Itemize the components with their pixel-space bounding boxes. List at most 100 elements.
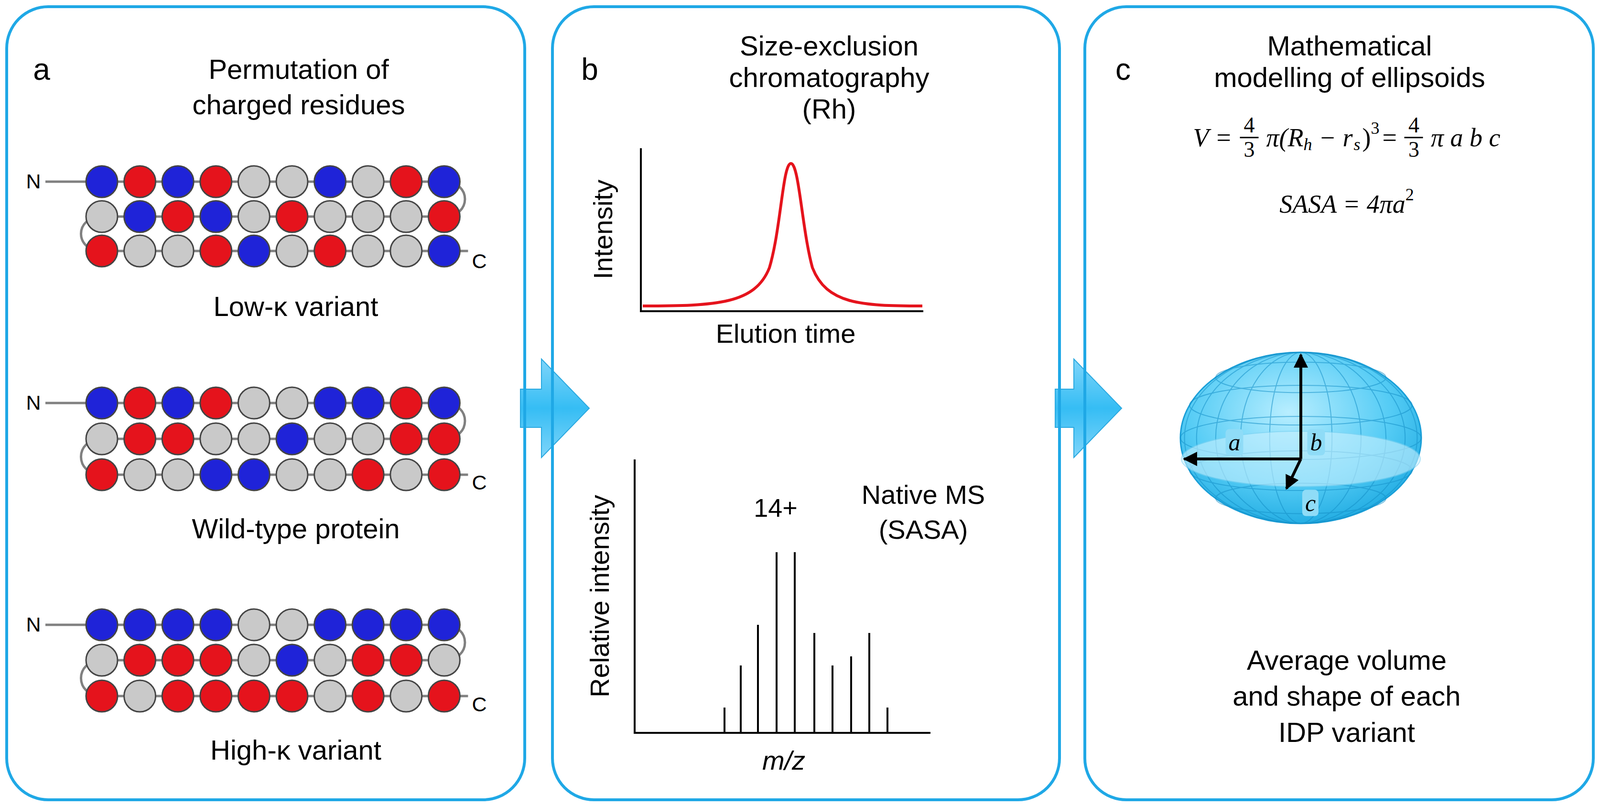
chromatogram: [640, 148, 924, 312]
residue: [428, 165, 460, 198]
residue: [124, 165, 156, 198]
panel-letter: c: [1115, 52, 1131, 87]
residue: [86, 165, 118, 198]
residue-chains: [45, 165, 468, 712]
panel-letter: b: [581, 52, 599, 87]
equation-part: SASA = 4πa: [1279, 189, 1406, 219]
residue: [86, 680, 118, 712]
residue: [314, 200, 346, 233]
parallel: [1215, 483, 1386, 514]
residue: [162, 608, 194, 641]
label: N: [25, 613, 41, 636]
residue: [237, 458, 270, 491]
residue: [124, 608, 156, 641]
residue: [162, 680, 194, 712]
residue: [428, 387, 460, 419]
residue: [86, 608, 118, 641]
axes: [640, 148, 924, 312]
residue: [162, 387, 194, 419]
label: C: [471, 692, 487, 716]
residue: [162, 458, 194, 491]
residue: [86, 387, 118, 419]
residue: [276, 680, 308, 712]
residue: [162, 200, 194, 233]
label: Native MS (SASA): [851, 477, 995, 548]
residue: [352, 644, 384, 676]
residue: [124, 235, 156, 267]
residue: [428, 644, 460, 676]
spectrum-peaks: [724, 551, 888, 733]
residue: [86, 235, 118, 267]
residue: [124, 200, 156, 233]
residue: [237, 422, 270, 455]
residue: [200, 165, 232, 198]
equation-part: − r: [1318, 122, 1353, 153]
residue: [237, 680, 270, 712]
equation-part: 4: [1404, 113, 1424, 139]
label: Low-κ variant: [213, 291, 379, 322]
residue: [237, 387, 270, 419]
residue: [124, 644, 156, 676]
residue: [86, 422, 118, 455]
residue: [200, 387, 232, 419]
equation-part: s: [1353, 134, 1361, 155]
label: Average volume and shape of each IDP var…: [1229, 641, 1464, 750]
residue: [200, 680, 232, 712]
axis-title: Intensity: [588, 179, 618, 280]
residue: [428, 200, 460, 233]
peak-curve: [642, 163, 923, 306]
label: Elution time: [715, 318, 856, 349]
residue: [352, 235, 384, 267]
panel-heading: Mathematical modelling of ellipsoids: [1208, 30, 1491, 94]
residue: [200, 608, 232, 641]
residue: [124, 680, 156, 712]
fraction: 43: [1404, 113, 1424, 162]
residue: [352, 680, 384, 712]
panel-heading: Permutation of charged residues: [179, 51, 419, 123]
residue: [352, 200, 384, 233]
ellipsoid: [1180, 352, 1422, 524]
fraction: 43: [1239, 113, 1259, 162]
equation-part: 3: [1408, 138, 1420, 162]
residue: [162, 235, 194, 267]
residue: [200, 458, 232, 491]
residue: [314, 458, 346, 491]
panel: aPermutation of charged residues: [5, 5, 527, 801]
label: C: [471, 249, 487, 273]
residue: [124, 422, 156, 455]
residue: [86, 644, 118, 676]
meridian: [1184, 352, 1418, 524]
sasa-equation: SASA = 4πa2: [1279, 189, 1415, 219]
residue: [237, 200, 270, 233]
label: m/z: [762, 745, 806, 776]
residue: [276, 235, 308, 267]
residue: [200, 200, 232, 233]
residue: [428, 608, 460, 641]
block-arrow: [520, 358, 590, 458]
residue: [276, 608, 308, 641]
axis-label: c: [1302, 489, 1319, 517]
residue: [200, 644, 232, 676]
residue: [314, 644, 346, 676]
equation-part: 4: [1239, 113, 1259, 139]
panel-heading: Size-exclusion chromatography (Rh): [716, 30, 942, 125]
residue: [390, 680, 422, 712]
label: Wild-type protein: [191, 513, 400, 544]
residue: [314, 235, 346, 267]
label: C: [471, 471, 487, 494]
volume-equation: V =43π(Rh− rs)3=43π a b c: [1190, 113, 1504, 162]
equation-part: 3: [1370, 118, 1380, 139]
equation-part: =: [1382, 122, 1397, 153]
residue: [200, 235, 232, 267]
panel: b Size-exclusion chromatography (Rh): [551, 5, 1061, 801]
residue: [314, 165, 346, 198]
residue: [200, 422, 232, 455]
residue: [428, 458, 460, 491]
residue: [314, 680, 346, 712]
residue: [428, 235, 460, 267]
equation-part: ): [1362, 122, 1371, 153]
residue: [86, 458, 118, 491]
residue: [390, 200, 422, 233]
residue: [352, 458, 384, 491]
